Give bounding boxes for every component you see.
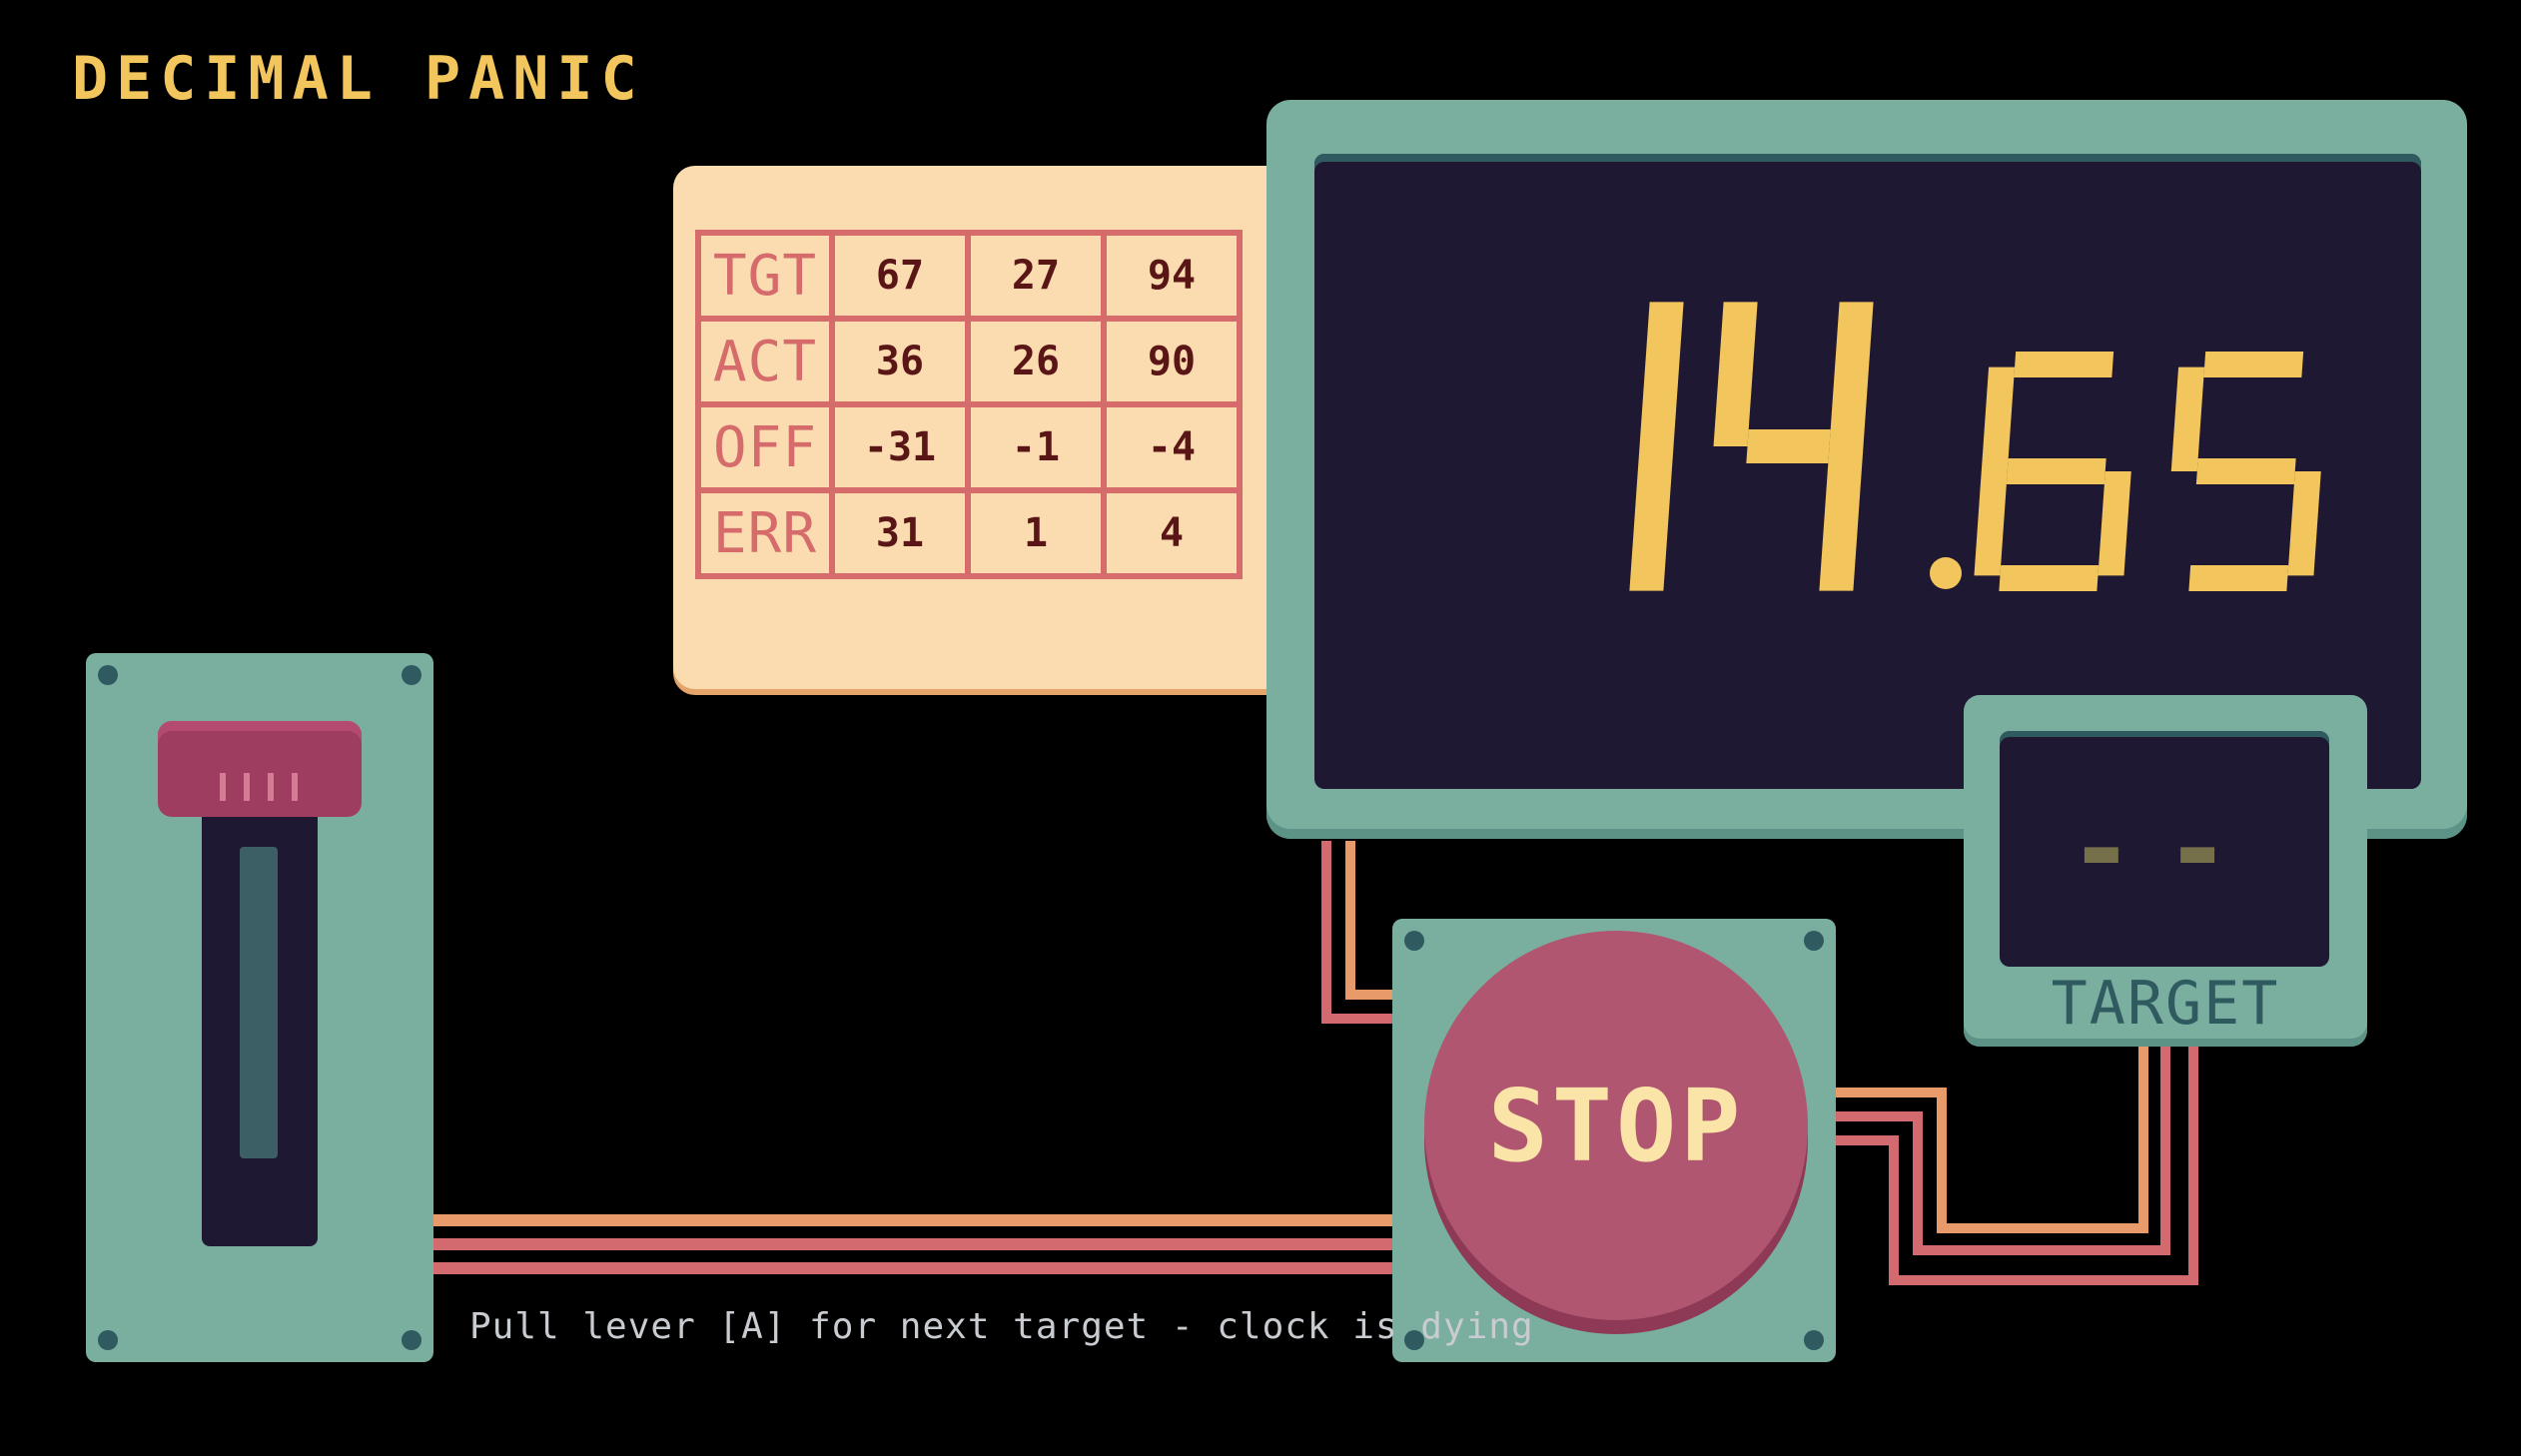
table-cell: 26 <box>965 316 1107 407</box>
timer-decimal-point <box>1930 557 1962 589</box>
table-row-err: ERR 31 1 4 <box>695 487 1243 579</box>
screw-icon <box>98 1330 118 1350</box>
stop-button[interactable]: STOP <box>1424 931 1808 1320</box>
table-cell: 1 <box>965 487 1107 579</box>
target-label: TARGET <box>2051 969 2280 1039</box>
stop-panel: STOP <box>1392 919 1836 1362</box>
table-cell: 94 <box>1101 230 1243 322</box>
row-label-act: ACT <box>695 316 835 407</box>
table-cell: 67 <box>829 230 971 322</box>
screw-icon <box>1404 931 1424 951</box>
table-row-off: OFF -31 -1 -4 <box>695 401 1243 493</box>
lever-track <box>240 847 278 1158</box>
grip-mark <box>292 773 298 801</box>
target-value: -- <box>2068 785 2261 913</box>
hint-text: Pull lever [A] for next target - clock i… <box>469 1306 1534 1347</box>
screw-icon <box>402 1330 421 1350</box>
row-label-err: ERR <box>695 487 835 579</box>
grip-mark <box>268 773 274 801</box>
table-cell: 31 <box>829 487 971 579</box>
timer-digit-4 <box>2170 352 2321 591</box>
timer-digit-2 <box>1713 302 1874 591</box>
table-cell: -1 <box>965 401 1107 493</box>
timer-display <box>1629 302 2321 591</box>
lever-handle[interactable] <box>158 721 362 817</box>
timer-screen <box>1314 154 2421 789</box>
table-row-act: ACT 36 26 90 <box>695 316 1243 407</box>
score-table: TGT 67 27 94 ACT 36 26 90 OFF -31 -1 -4 … <box>695 230 1243 579</box>
table-cell: -4 <box>1101 401 1243 493</box>
screw-icon <box>1804 931 1824 951</box>
table-cell: 27 <box>965 230 1107 322</box>
timer-digit-1 <box>1629 302 1684 591</box>
table-cell: 4 <box>1101 487 1243 579</box>
screw-icon <box>1404 1330 1424 1350</box>
screw-icon <box>1804 1330 1824 1350</box>
table-cell: -31 <box>829 401 971 493</box>
table-row-tgt: TGT 67 27 94 <box>695 230 1243 322</box>
game-title: DECIMAL PANIC <box>72 44 645 114</box>
target-screen: -- <box>2000 731 2329 967</box>
lever-panel <box>86 653 433 1362</box>
score-card: TGT 67 27 94 ACT 36 26 90 OFF -31 -1 -4 … <box>673 166 1292 689</box>
grip-mark <box>220 773 226 801</box>
screw-icon <box>98 665 118 685</box>
grip-mark <box>244 773 250 801</box>
screw-icon <box>402 665 421 685</box>
table-cell: 36 <box>829 316 971 407</box>
stop-button-label: STOP <box>1487 1067 1745 1184</box>
timer-digit-3 <box>1974 352 2131 591</box>
row-label-off: OFF <box>695 401 835 493</box>
table-cell: 90 <box>1101 316 1243 407</box>
row-label-tgt: TGT <box>695 230 835 322</box>
target-box: -- TARGET <box>1964 695 2367 1047</box>
